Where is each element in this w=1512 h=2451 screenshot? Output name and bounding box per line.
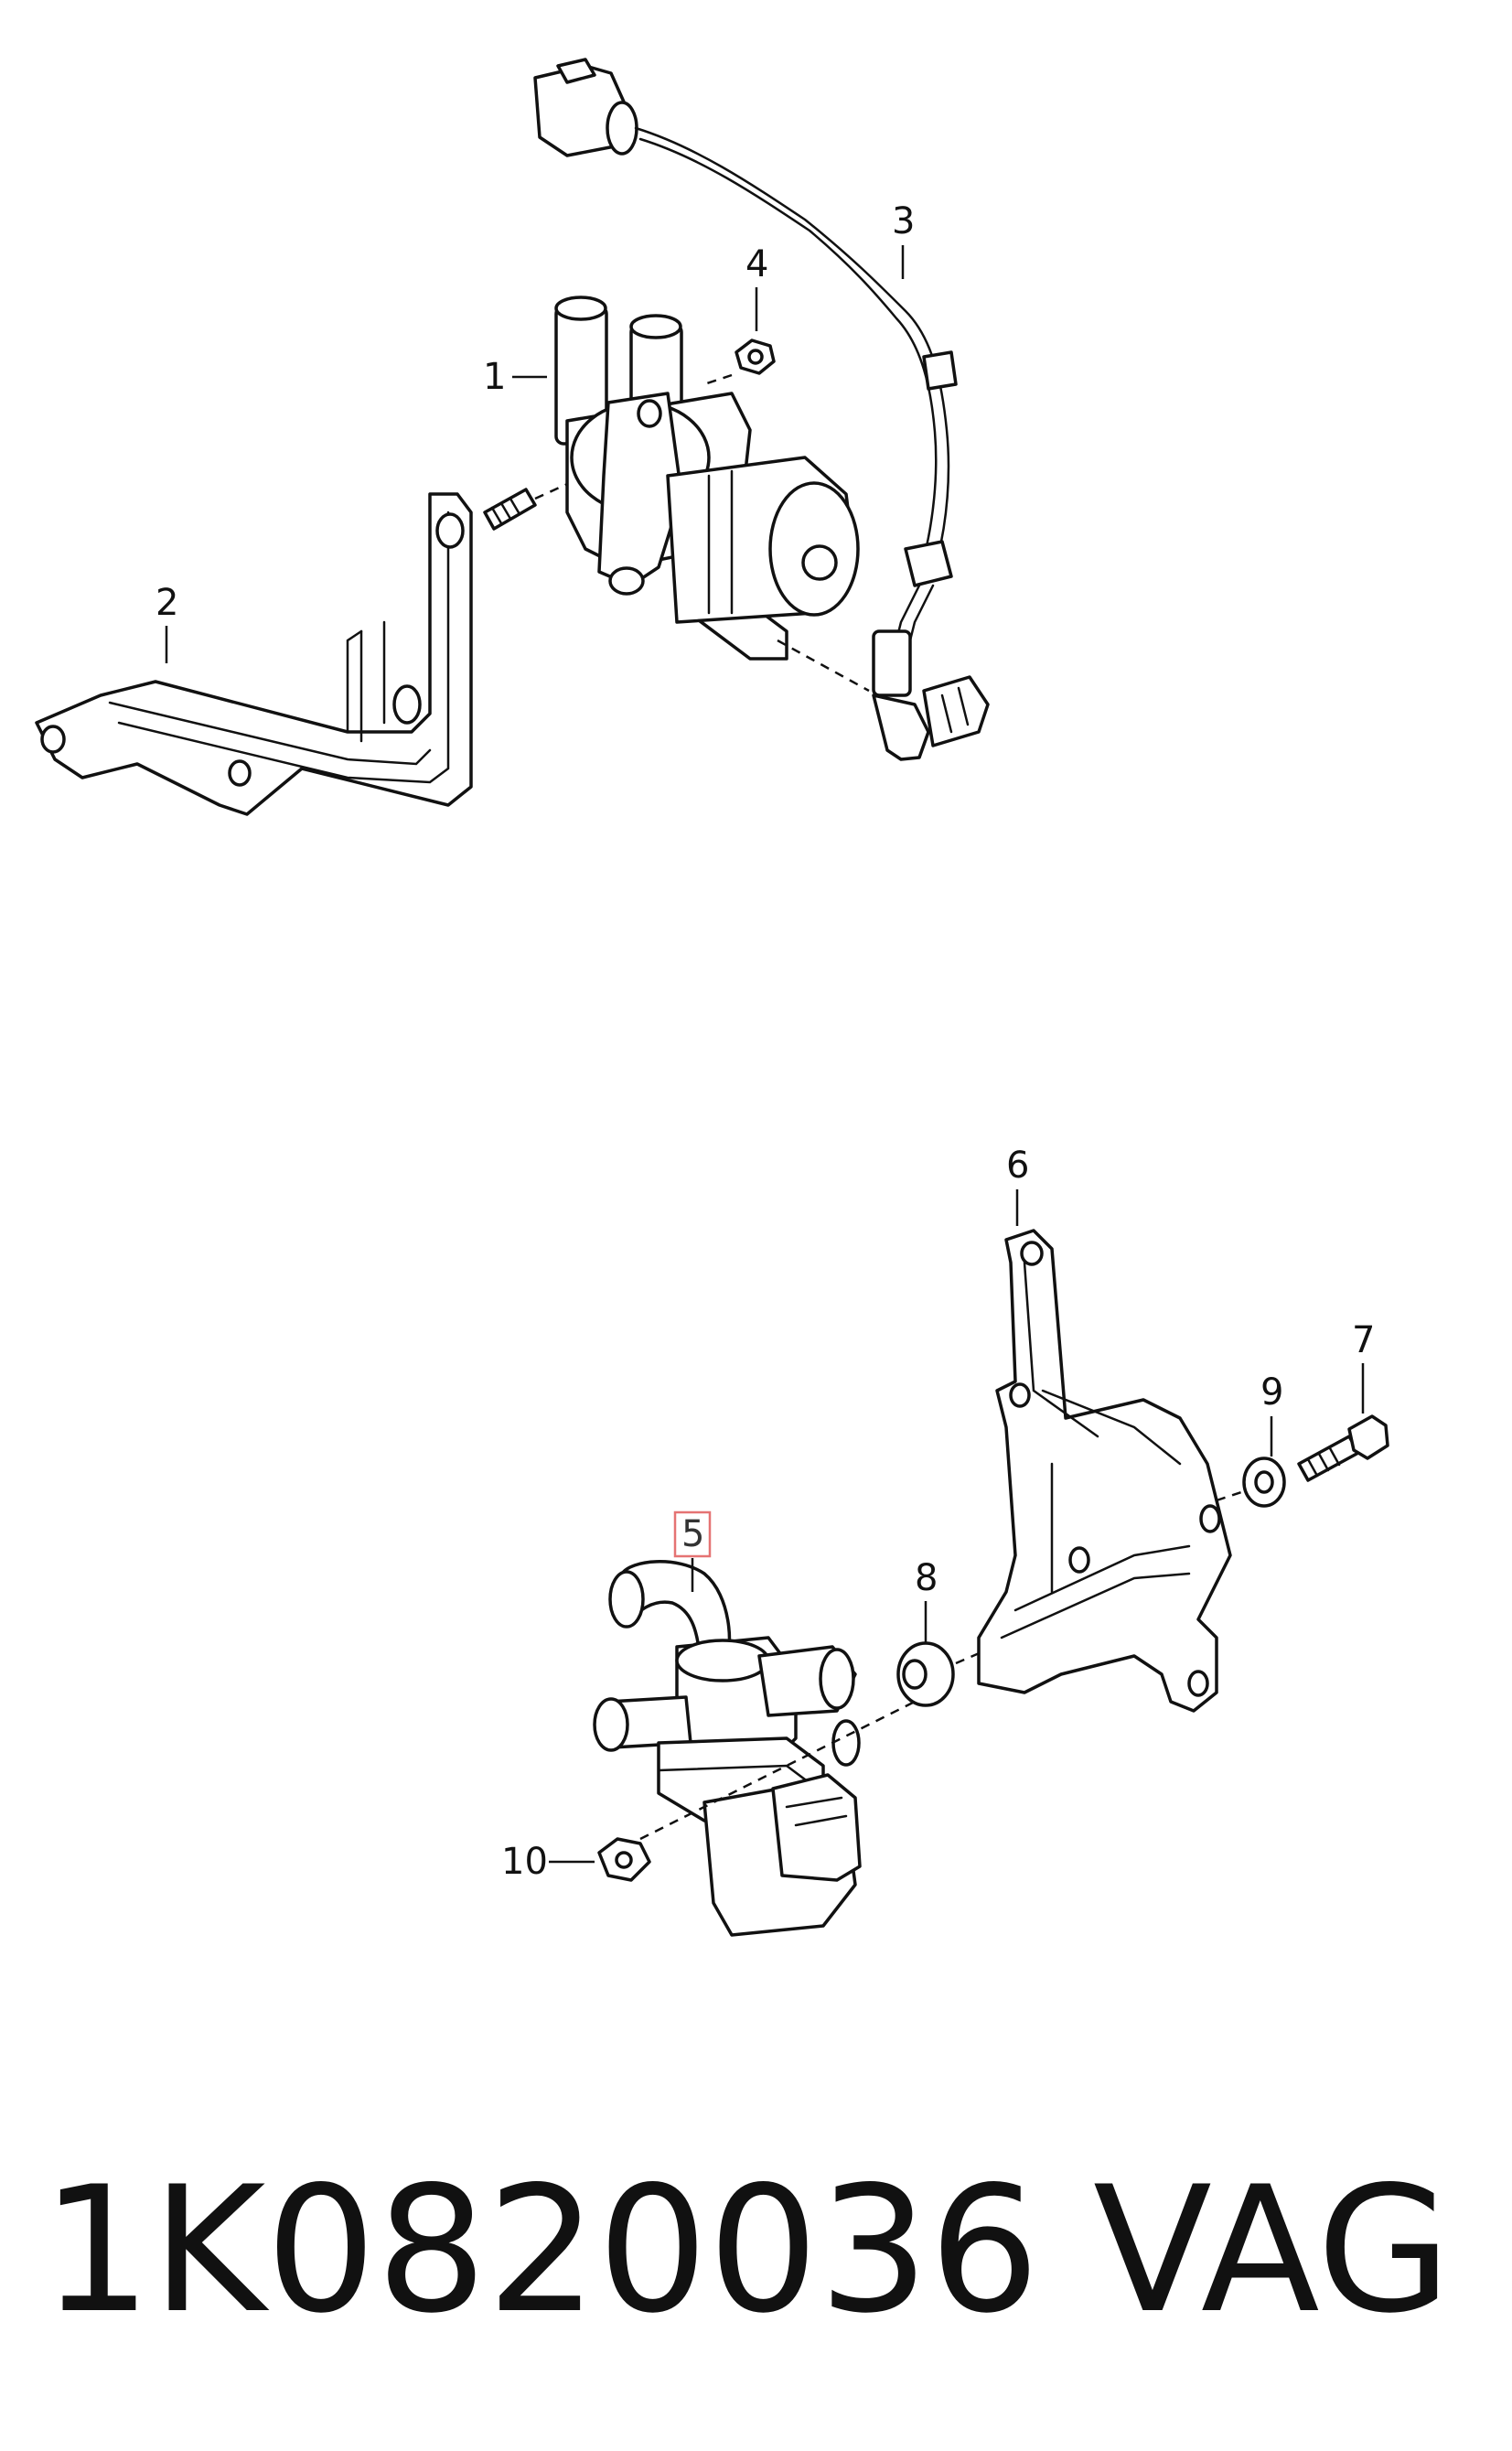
callout-label-5: 5 <box>681 1513 704 1555</box>
callout-label-9: 9 <box>1260 1371 1283 1414</box>
harness-part-3 <box>533 58 990 761</box>
bottom-assembly: 5 6 7 8 9 10 <box>501 1145 1389 1937</box>
callout-label-7: 7 <box>1352 1319 1375 1361</box>
footer: 1K0820036 VAG <box>0 2132 1512 2370</box>
nut-part-4 <box>703 339 776 386</box>
callouts-top: 1 2 3 4 <box>155 200 915 663</box>
part-number: 1K0820036 <box>41 2149 1040 2351</box>
callout-label-6: 6 <box>1006 1145 1029 1187</box>
bolt-part-7 <box>1297 1414 1389 1482</box>
callouts-bottom: 5 6 7 8 9 10 <box>501 1145 1375 1883</box>
valve-part-1 <box>554 296 870 693</box>
bracket-part-2 <box>35 492 473 816</box>
top-assembly: 1 2 3 4 <box>35 58 990 816</box>
bracket-part-6 <box>977 1229 1272 1713</box>
callout-label-4: 4 <box>745 243 768 285</box>
callout-label-3: 3 <box>892 200 915 242</box>
washer-part-9 <box>1242 1457 1286 1508</box>
callout-highlight-box-5 <box>673 1510 712 1558</box>
grommet-part-8 <box>896 1641 984 1707</box>
callout-label-10: 10 <box>501 1841 548 1883</box>
callout-label-8: 8 <box>915 1557 938 1599</box>
callout-label-1: 1 <box>483 356 506 398</box>
brand-name: VAG <box>1093 2149 1452 2351</box>
valve-part-5 <box>593 1560 916 1937</box>
bolt <box>483 474 586 531</box>
callout-label-2: 2 <box>155 582 178 624</box>
nut-part-10 <box>597 1837 651 1882</box>
